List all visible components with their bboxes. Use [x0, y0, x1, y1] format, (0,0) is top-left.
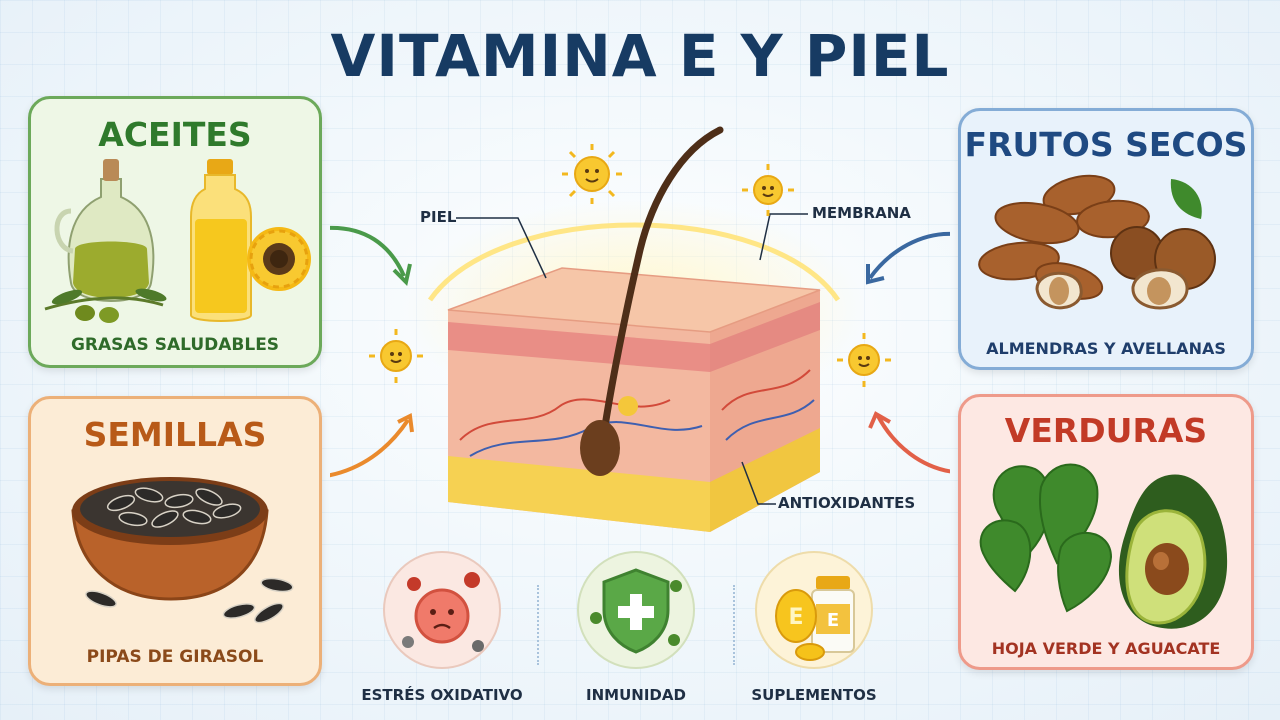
card-frutos-secos: FRUTOS SECOS ALMENDRAS Y AVELLANAS	[958, 108, 1254, 370]
bottom-label-suplementos: SUPLEMENTOS	[751, 686, 877, 704]
card-semillas: SEMILLAS PIPAS DE GIRASOL	[28, 396, 322, 686]
page-title: VITAMINA E Y PIEL	[330, 22, 950, 90]
card-aceites-caption: GRASAS SALUDABLES	[70, 335, 280, 355]
card-verduras-title: VERDURAS	[1004, 411, 1208, 450]
vitamin-e-capsules-icon: E E	[755, 551, 873, 669]
card-semillas-caption: PIPAS DE GIRASOL	[86, 647, 264, 667]
sun-molecule-icon	[369, 144, 891, 387]
oil-bottles-icon	[44, 159, 311, 323]
divider-2	[733, 585, 735, 665]
label-membrana: MEMBRANA	[812, 204, 911, 222]
label-antioxidantes: ANTIOXIDANTES	[778, 494, 916, 512]
skin-cross-section-icon	[330, 126, 950, 532]
bottom-item-inmunidad: INMUNIDAD	[546, 548, 726, 704]
bottom-label-inmunidad: INMUNIDAD	[586, 686, 686, 704]
card-frutos-secos-caption: ALMENDRAS Y AVELLANAS	[986, 339, 1226, 358]
shield-cross-icon	[577, 551, 695, 669]
card-semillas-title: SEMILLAS	[83, 415, 267, 454]
bottom-item-estres: ESTRÉS OXIDATIVO	[352, 548, 532, 704]
spinach-avocado-icon	[979, 463, 1228, 629]
virus-cell-icon	[383, 551, 501, 669]
divider-1	[537, 585, 539, 665]
almonds-hazelnuts-icon	[978, 174, 1216, 310]
card-verduras-caption: HOJA VERDE Y AGUACATE	[991, 639, 1221, 658]
svg-text:E: E	[827, 610, 839, 631]
seed-bowl-icon	[71, 477, 294, 624]
bottom-item-suplementos: E E SUPLEMENTOS	[724, 548, 904, 704]
card-verduras: VERDURAS HOJA VERDE Y AGUACATE	[958, 394, 1254, 670]
label-piel: PIEL	[420, 208, 457, 226]
bottom-label-estres: ESTRÉS OXIDATIVO	[361, 686, 523, 704]
svg-text:E: E	[788, 605, 803, 630]
card-frutos-secos-title: FRUTOS SECOS	[964, 125, 1248, 164]
card-aceites-title: ACEITES	[98, 115, 252, 154]
card-aceites: ACEITES GRASAS SALUDABLE	[28, 96, 322, 368]
